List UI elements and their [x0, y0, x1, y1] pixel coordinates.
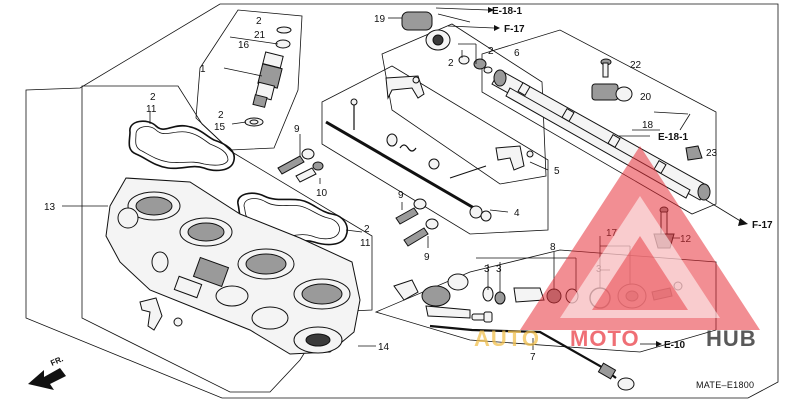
callout-2-injector-b: 2 [218, 110, 224, 121]
wire-bracket [385, 75, 534, 171]
callout-2-injector-a: 2 [256, 16, 262, 27]
callout-8: 8 [550, 242, 556, 253]
callout-9-b: 9 [398, 190, 404, 201]
pressure-sensor [591, 83, 633, 102]
bracket-group-frame [381, 23, 547, 185]
ref-e18-1-right: E-18-1 [658, 132, 688, 143]
throttle-shaft [325, 98, 492, 222]
front-arrow [28, 368, 66, 390]
callout-18: 18 [642, 120, 654, 131]
callout-3-a: 3 [484, 264, 490, 275]
callout-13: 13 [44, 202, 56, 213]
rail-group-frame [321, 65, 549, 235]
callout-22: 22 [630, 60, 642, 71]
callout-10: 10 [316, 188, 328, 199]
small-o-rings [458, 55, 493, 74]
idle-air-control-valve [393, 273, 471, 319]
grommet [685, 145, 703, 161]
callout-4: 4 [514, 208, 520, 219]
callout-2-top-a: 2 [488, 46, 494, 57]
ref-e10: E-10 [664, 340, 686, 351]
callout-20: 20 [640, 92, 652, 103]
gasket-upper-inner [135, 126, 229, 166]
callout-6: 6 [514, 48, 520, 59]
callout-11-left: 11 [146, 104, 157, 115]
callout-2-top-b: 2 [448, 58, 454, 69]
fuel-pressure-regulator [401, 11, 451, 51]
callout-3-b: 3 [496, 264, 502, 275]
callout-7: 7 [530, 352, 536, 363]
callout-15: 15 [214, 122, 226, 133]
callout-5: 5 [554, 166, 560, 177]
callout-21: 21 [254, 30, 266, 41]
fuel-rail-bolt [600, 58, 612, 78]
fuel-injector [244, 26, 292, 127]
screw-pair [471, 311, 493, 323]
callout-23: 23 [706, 148, 718, 159]
throttle-cable [429, 324, 635, 391]
callout-9-a: 9 [294, 124, 300, 135]
throttle-bracket [139, 297, 183, 331]
ref-f17-right: F-17 [752, 220, 773, 231]
watermark-text-auto: AUTO [474, 326, 540, 351]
watermark-text-hub: HUB [706, 326, 757, 351]
ref-e18-1-top: E-18-1 [492, 6, 522, 17]
front-label: FR. [49, 354, 64, 367]
callout-11-mid: 11 [360, 238, 371, 249]
diagram-outer-frame [25, 3, 779, 399]
diagram-code: MATE–E1800 [696, 380, 754, 390]
gasket-upper [128, 120, 236, 172]
watermark-triangle-core [592, 236, 688, 310]
callout-14: 14 [378, 342, 390, 353]
idle-screw-set [277, 148, 439, 247]
callout-1: 1 [200, 64, 206, 75]
watermark-text-moto: MOTO [570, 326, 640, 351]
callout-2-left: 2 [150, 92, 156, 103]
fuel-rail-group-frame [481, 29, 717, 215]
callout-2-mid: 2 [364, 224, 370, 235]
callout-9-c: 9 [424, 252, 430, 263]
automotohub-watermark: AUTO MOTO HUB [474, 146, 760, 351]
callout-16: 16 [238, 40, 250, 51]
ref-f17-top: F-17 [504, 24, 525, 35]
throttle-body [105, 177, 361, 355]
callout-19: 19 [374, 14, 386, 25]
